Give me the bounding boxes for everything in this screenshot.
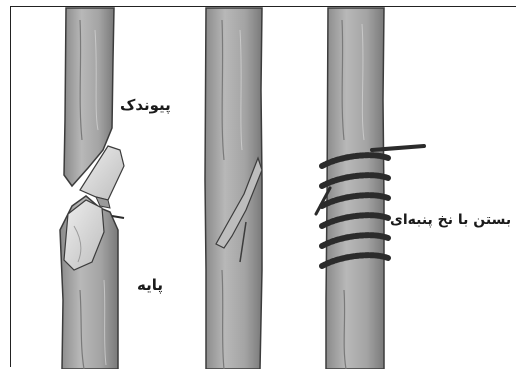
panel-tied-graft — [316, 8, 424, 369]
panel-joined-graft — [205, 8, 262, 369]
panel-scion-rootstock — [60, 8, 124, 369]
label-tie-with-cotton-string: بستن با نخ پنبه‌ای — [390, 212, 511, 228]
tied-stem — [326, 8, 384, 369]
rootstock-bud-mark — [112, 216, 124, 218]
label-scion: پیوندک — [120, 96, 171, 114]
label-rootstock: پایه — [137, 276, 163, 294]
